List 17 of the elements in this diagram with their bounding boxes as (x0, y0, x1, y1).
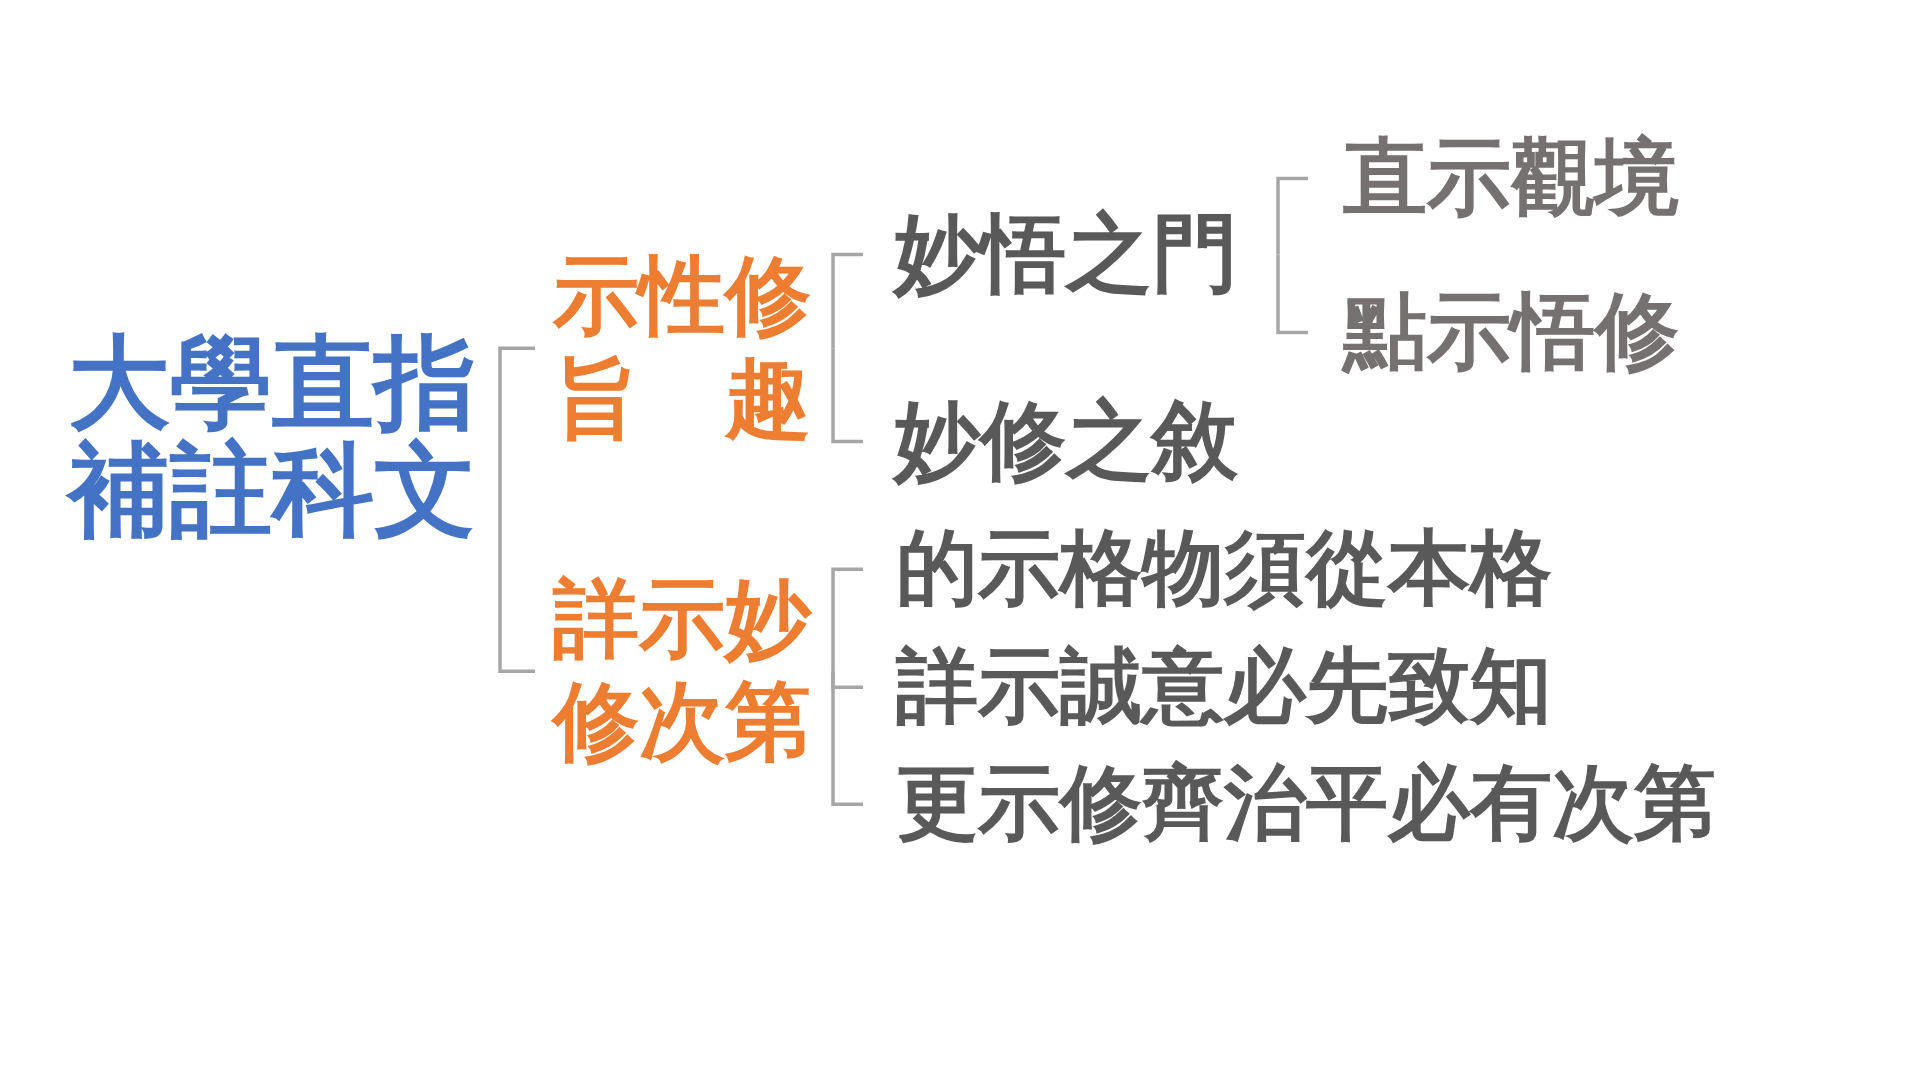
outline-heading: 點示悟修 (1343, 284, 1679, 380)
outline-heading: 更示修齊治平必有次第 (896, 757, 1716, 851)
bracket-line (498, 346, 535, 438)
bracket-line (831, 671, 863, 806)
bracket-line (498, 437, 535, 673)
outline-heading: 示性修旨 趣 (553, 247, 811, 450)
bracket-line (831, 348, 863, 444)
bracket-line (831, 252, 863, 349)
outline-heading: 的示格物須從本格 (896, 522, 1552, 616)
bracket-line (1276, 254, 1308, 335)
outline-heading: 妙悟之門 (894, 205, 1238, 304)
outline-heading: 直示觀境 (1343, 130, 1679, 226)
outline-heading: 詳示誠意必先致知 (896, 640, 1552, 734)
bracket-line (831, 567, 863, 672)
bracket-line (1276, 176, 1308, 255)
outline-heading: 詳示妙修次第 (553, 570, 811, 773)
outline-heading: 妙修之敘 (894, 392, 1238, 491)
